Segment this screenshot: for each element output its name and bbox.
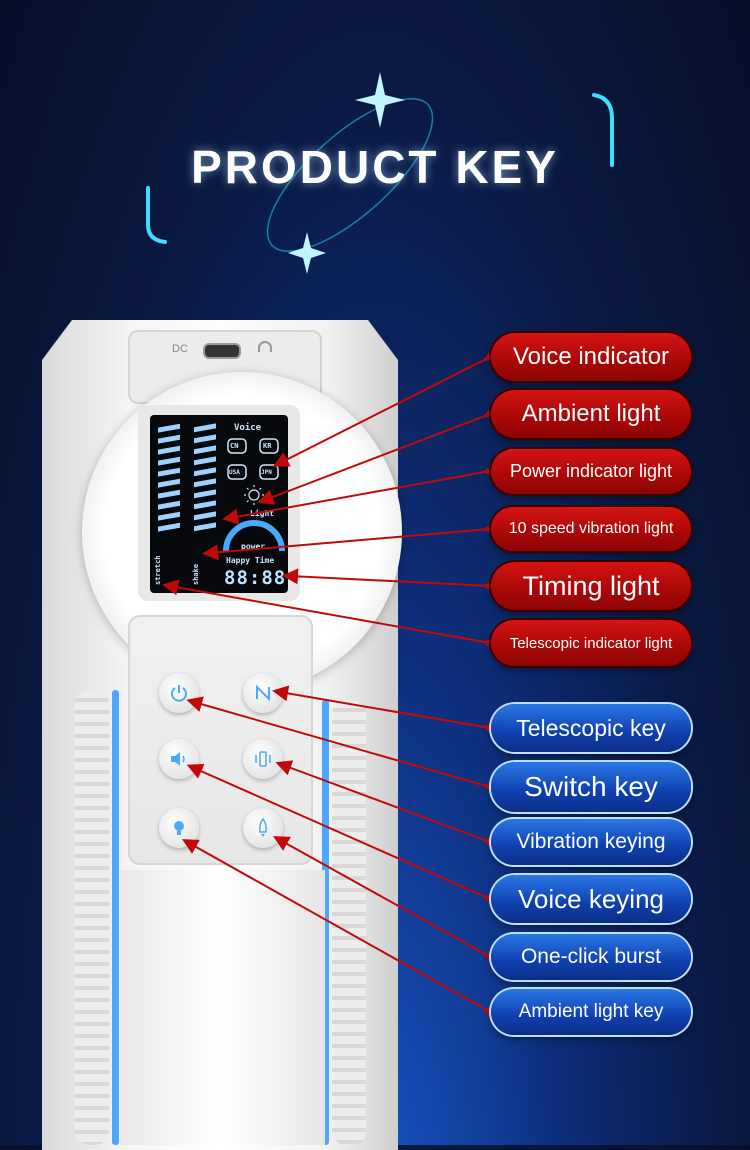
label-switch-key: Switch key xyxy=(491,762,691,812)
power-icon xyxy=(171,685,187,702)
speaker-icon xyxy=(171,752,185,766)
label-telescopic-indicator-light: Telescopic indicator light xyxy=(491,620,691,666)
label-voice-keying: Voice keying xyxy=(491,875,691,923)
bulb-icon xyxy=(174,821,184,835)
dc-port xyxy=(203,343,241,359)
page-title: PRODUCT KEY xyxy=(191,141,559,193)
label-power-indicator-light: Power indicator light xyxy=(491,449,691,494)
dc-label: DC xyxy=(172,343,188,355)
label-ambient-light: Ambient light xyxy=(491,390,691,438)
lcd-cn-label: CN xyxy=(230,442,239,450)
grip-left xyxy=(75,690,109,1145)
sparkle-icon xyxy=(288,232,326,274)
label-timing-light: Timing light xyxy=(491,562,691,610)
label-ambient-light-key: Ambient light key xyxy=(491,989,691,1035)
headphone-jack-icon xyxy=(258,341,272,352)
title-decoration xyxy=(146,72,614,274)
label-voice-indicator: Voice indicator xyxy=(491,333,691,381)
label-telescopic-key: Telescopic key xyxy=(491,704,691,752)
label-10-speed-vibration-light: 10 speed vibration light xyxy=(491,507,691,551)
lcd-voice-label: Voice xyxy=(234,423,262,433)
ambient-light-strip xyxy=(112,690,119,1145)
telescopic-icon xyxy=(256,684,270,702)
lcd-happy-time-label: Happy Time xyxy=(226,556,275,565)
label-vibration-keying: Vibration keying xyxy=(491,819,691,865)
label-one-click-burst: One-click burst xyxy=(491,934,691,980)
sparkle-icon xyxy=(355,72,405,128)
